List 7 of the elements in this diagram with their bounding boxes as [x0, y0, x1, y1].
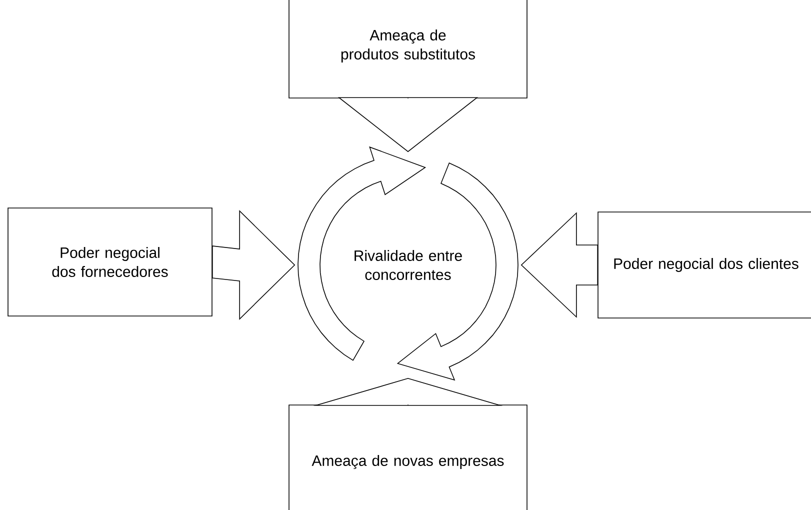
block-arrow — [313, 378, 503, 406]
block-arrow — [338, 97, 478, 152]
force-box: Poder negocial dos fornecedores — [8, 208, 212, 316]
block-arrow — [212, 210, 296, 320]
block-arrow — [520, 212, 598, 318]
center-text: Rivalidade entre concorrentes — [354, 250, 462, 280]
force-box: Poder negocial dos clientes — [598, 212, 811, 318]
